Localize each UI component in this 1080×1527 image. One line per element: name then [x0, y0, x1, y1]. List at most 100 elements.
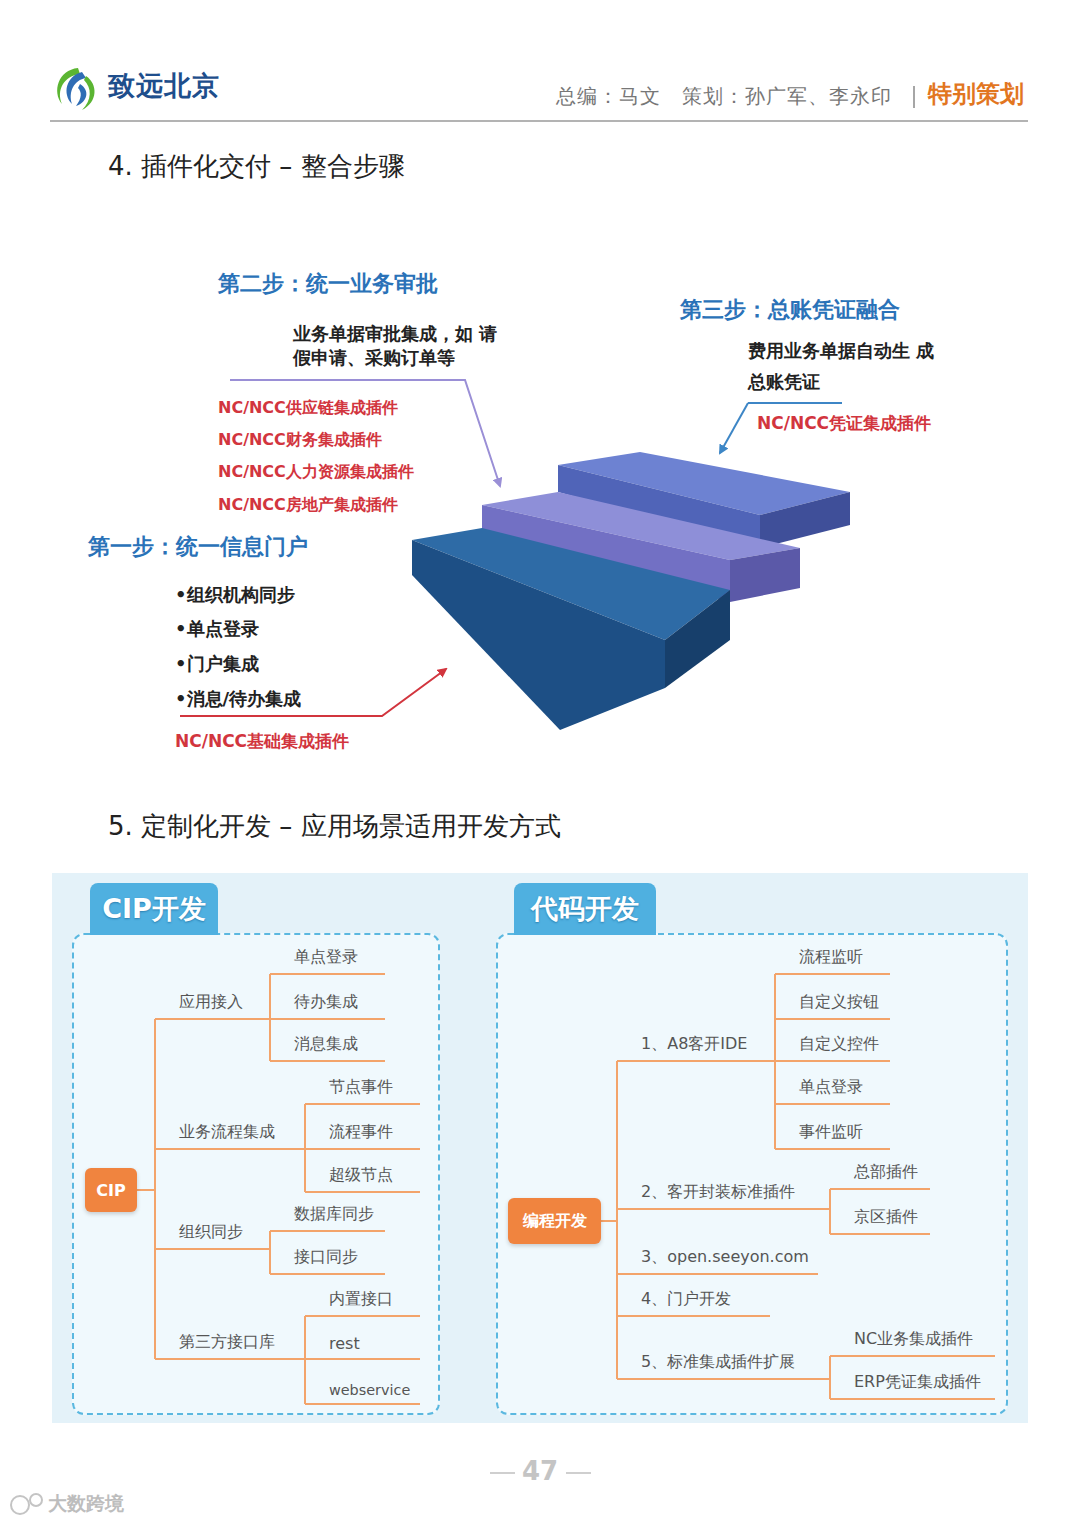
step-heading: 第一步：统一信息门户: [88, 533, 308, 562]
panel-title: CIP开发: [102, 891, 206, 927]
step-heading: 第二步：统一业务审批: [218, 270, 438, 299]
branch-item: 3、open.seeyon.com: [617, 1245, 818, 1275]
frame-fill: [72, 933, 440, 1415]
item-label: 待办集成: [294, 992, 358, 1013]
item-label: rest: [329, 1334, 360, 1353]
item-label: 2、客开封装标准插件: [641, 1182, 795, 1203]
leaf-item: 消息集成: [270, 1032, 385, 1062]
leaf-item: webservice: [305, 1375, 420, 1405]
item-label: ERP凭证集成插件: [854, 1372, 981, 1393]
branch-item: 应用接入: [155, 990, 270, 1020]
leaf-item: 流程监听: [775, 945, 890, 975]
page-dash: [490, 1472, 515, 1474]
panel-tab: 代码开发: [514, 883, 656, 935]
item-label: 超级节点: [329, 1165, 393, 1186]
leaf-item: 京区插件: [830, 1205, 930, 1235]
item-label: 单点登录: [294, 947, 358, 968]
panel-ground: [52, 873, 1028, 1423]
tree-connector: [601, 1221, 617, 1379]
item-label: 自定义按钮: [799, 992, 879, 1013]
page-number: 47: [510, 1456, 570, 1487]
tree-connector: [601, 1209, 617, 1221]
tree-connector: [137, 1149, 155, 1190]
leaf-item: 接口同步: [270, 1245, 385, 1275]
leaf-item: 自定义控件: [775, 1032, 890, 1062]
item-label: 3、open.seeyon.com: [641, 1247, 809, 1268]
branch-item: 组织同步: [155, 1220, 270, 1250]
leaf-item: 待办集成: [270, 990, 385, 1020]
step-heading: 第三步：总账凭证融合: [680, 296, 900, 325]
leaf-item: 流程事件: [305, 1120, 420, 1150]
step-bullet: •单点登录: [175, 617, 259, 640]
item-label: 数据库同步: [294, 1204, 374, 1225]
item-label: 内置接口: [329, 1289, 393, 1310]
item-label: 事件监听: [799, 1122, 863, 1143]
section-heading: 4. 插件化交付 – 整合步骤: [108, 150, 405, 184]
plugin-name: NC/NCC房地产集成插件: [218, 495, 398, 516]
logo: [57, 68, 94, 110]
branch-item: 2、客开封装标准插件: [617, 1180, 830, 1210]
leader-line: [720, 403, 748, 453]
item-label: 接口同步: [294, 1247, 358, 1268]
step-bullet: •组织机构同步: [175, 583, 295, 606]
leaf-item: 单点登录: [270, 945, 385, 975]
branch-item: 5、标准集成插件扩展: [617, 1350, 830, 1380]
item-label: 1、A8客开IDE: [641, 1034, 747, 1055]
step-note: 业务单据审批集成，如 请假申请、采购订单等: [293, 322, 498, 371]
item-label: 京区插件: [854, 1207, 918, 1228]
watermark-logo: [11, 1494, 42, 1514]
tree-connector: [601, 1061, 617, 1221]
item-label: 节点事件: [329, 1077, 393, 1098]
plugin-name: NC/NCC财务集成插件: [218, 430, 382, 451]
page-dash: [566, 1472, 591, 1474]
brand-name: 致远北京: [108, 70, 220, 102]
item-label: 第三方接口库: [179, 1332, 275, 1353]
plugin-name: NC/NCC人力资源集成插件: [218, 462, 414, 483]
panel-group: 代码开发编程开发1、A8客开IDE流程监听自定义按钮自定义控件单点登录事件监听2…: [496, 883, 1008, 1415]
root-box: CIP: [85, 1168, 137, 1212]
item-label: 总部插件: [854, 1162, 918, 1183]
watermark: 大数跨境: [48, 1492, 124, 1515]
item-label: 流程监听: [799, 947, 863, 968]
plugin-name: NC/NCC凭证集成插件: [757, 412, 931, 434]
tree-connector: [137, 1190, 155, 1359]
root-label: 编程开发: [523, 1211, 587, 1232]
plugin-name: NC/NCC基础集成插件: [175, 730, 349, 752]
panel-title: 代码开发: [531, 891, 639, 927]
branch-item: 4、门户开发: [617, 1287, 770, 1317]
panel-group: CIP开发 CIP 应用接入 单点登录待办集成消息集成业务流程集成 节点事件流程事件超级…: [72, 883, 440, 1415]
leaf-item: ERP凭证集成插件: [830, 1370, 995, 1400]
staircase: [412, 452, 850, 730]
item-label: 自定义控件: [799, 1034, 879, 1055]
branch-item: 1、A8客开IDE: [617, 1032, 775, 1062]
root-label: CIP: [96, 1181, 125, 1200]
item-label: NC业务集成插件: [854, 1329, 973, 1350]
leaf-item: rest: [305, 1330, 420, 1360]
tree-connector: [601, 1221, 617, 1274]
leader-line: [748, 402, 842, 404]
panel-tab: CIP开发: [90, 883, 218, 935]
item-label: 5、标准集成插件扩展: [641, 1352, 795, 1373]
item-label: 应用接入: [179, 992, 243, 1013]
item-label: 消息集成: [294, 1034, 358, 1055]
column-tag: 特别策划: [928, 80, 1024, 109]
step-bullet: •消息/待办集成: [175, 687, 301, 710]
header-separator: [913, 86, 915, 108]
leaf-item: 数据库同步: [270, 1202, 385, 1232]
branch-item: 第三方接口库: [155, 1330, 305, 1360]
header-rule: [50, 120, 1028, 122]
item-label: 组织同步: [179, 1222, 243, 1243]
editor-credit: 总编：马文 策划：孙广军、李永印: [556, 84, 892, 108]
root-box: 编程开发: [508, 1198, 601, 1244]
leaf-item: 总部插件: [830, 1160, 930, 1190]
leaf-item: 自定义按钮: [775, 990, 890, 1020]
branch-item: 业务流程集成: [155, 1120, 305, 1150]
step-bullet: •门户集成: [175, 652, 259, 675]
leaf-item: 超级节点: [305, 1163, 420, 1193]
tree-connector: [137, 1190, 155, 1249]
leaf-item: NC业务集成插件: [830, 1327, 995, 1357]
frame-fill: [496, 933, 1008, 1415]
